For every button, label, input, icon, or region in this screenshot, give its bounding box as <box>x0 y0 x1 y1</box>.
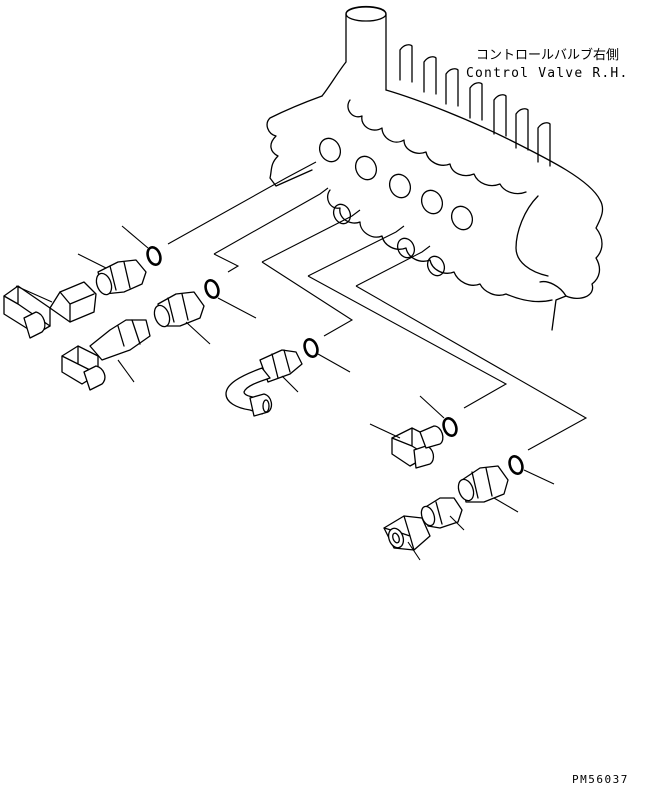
o-rings <box>146 245 524 476</box>
title-japanese: コントロールバルブ右側 <box>476 47 619 63</box>
title-english: Control Valve R.H. <box>466 66 628 81</box>
valve-ports <box>318 137 474 277</box>
routing-lines <box>167 161 588 451</box>
o-ring-4 <box>442 416 458 438</box>
o-ring-2 <box>204 278 220 300</box>
cap-nut <box>383 515 431 551</box>
o-ring-1 <box>146 245 162 267</box>
straight-adapter-2 <box>153 291 205 328</box>
o-ring-5 <box>508 454 524 476</box>
elbow-fitting-2 <box>61 319 151 391</box>
drawing-number: PM56037 <box>572 773 629 786</box>
straight-adapter-3 <box>457 465 509 503</box>
o-ring-3 <box>303 337 319 359</box>
valve-spool-caps <box>399 44 551 167</box>
plug-fitting <box>420 497 463 529</box>
straight-adapter-1 <box>95 259 147 296</box>
elbow-fitting-3 <box>391 425 444 469</box>
long-elbow-fitting <box>225 349 303 417</box>
leader-lines <box>15 225 555 561</box>
elbow-fitting-1 <box>3 281 97 339</box>
